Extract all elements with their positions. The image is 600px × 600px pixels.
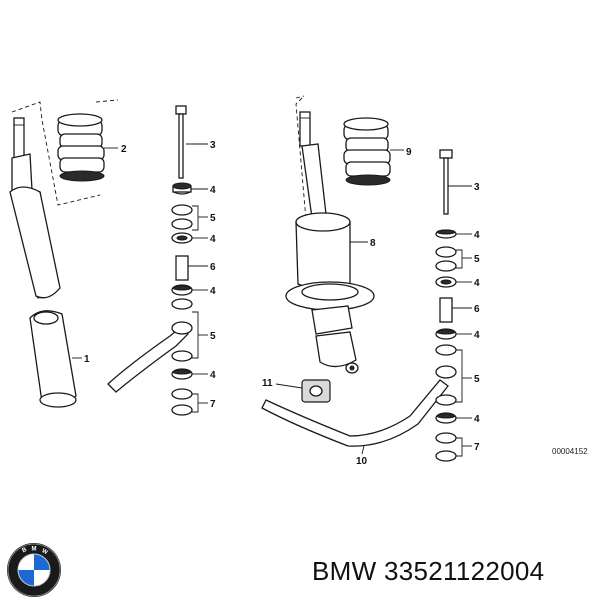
right-anti-roll-bar [261,379,449,447]
right-bolt-stack [435,149,472,462]
callout-4-left-b: 4 [210,234,216,245]
left-bump-stop [57,113,118,182]
svg-text:B: B [21,547,28,555]
svg-text:W: W [41,548,49,556]
callout-7-left: 7 [210,399,216,410]
callout-5-right-a: 5 [474,254,480,265]
reference-code: 00004152 [552,447,588,456]
svg-text:M: M [32,547,37,553]
left-bolt-stack [171,105,208,416]
callout-10: 10 [356,456,368,467]
callout-4-right-a: 4 [474,230,480,241]
left-anti-roll-bar [107,325,189,393]
callout-9: 9 [406,147,412,158]
callout-8: 8 [370,238,376,249]
callout-4-right-b: 4 [474,278,480,289]
anti-roll-bar-bushing [275,379,331,403]
callout-3-left: 3 [210,140,216,151]
bmw-logo: B M W [7,543,61,597]
callout-6-left: 6 [210,262,216,273]
right-bump-stop [343,117,404,186]
callout-5-left-b: 5 [210,331,216,342]
part-number-title: BMW 33521122004 [312,556,545,586]
callout-4-left-a: 4 [210,185,216,196]
callout-4-left-c: 4 [210,286,216,297]
callout-4-right-d: 4 [474,414,480,425]
callout-1: 1 [84,354,90,365]
callout-11: 11 [262,378,273,389]
right-strut [285,95,375,374]
callout-2: 2 [121,144,127,155]
callout-5-right-b: 5 [474,374,480,385]
callout-4-left-d: 4 [210,370,216,381]
callout-4-right-c: 4 [474,330,480,341]
callout-6-right: 6 [474,304,480,315]
callout-7-right: 7 [474,442,480,453]
callout-3-right: 3 [474,182,480,193]
callout-5-left-a: 5 [210,213,216,224]
left-shock-absorber [9,99,119,408]
